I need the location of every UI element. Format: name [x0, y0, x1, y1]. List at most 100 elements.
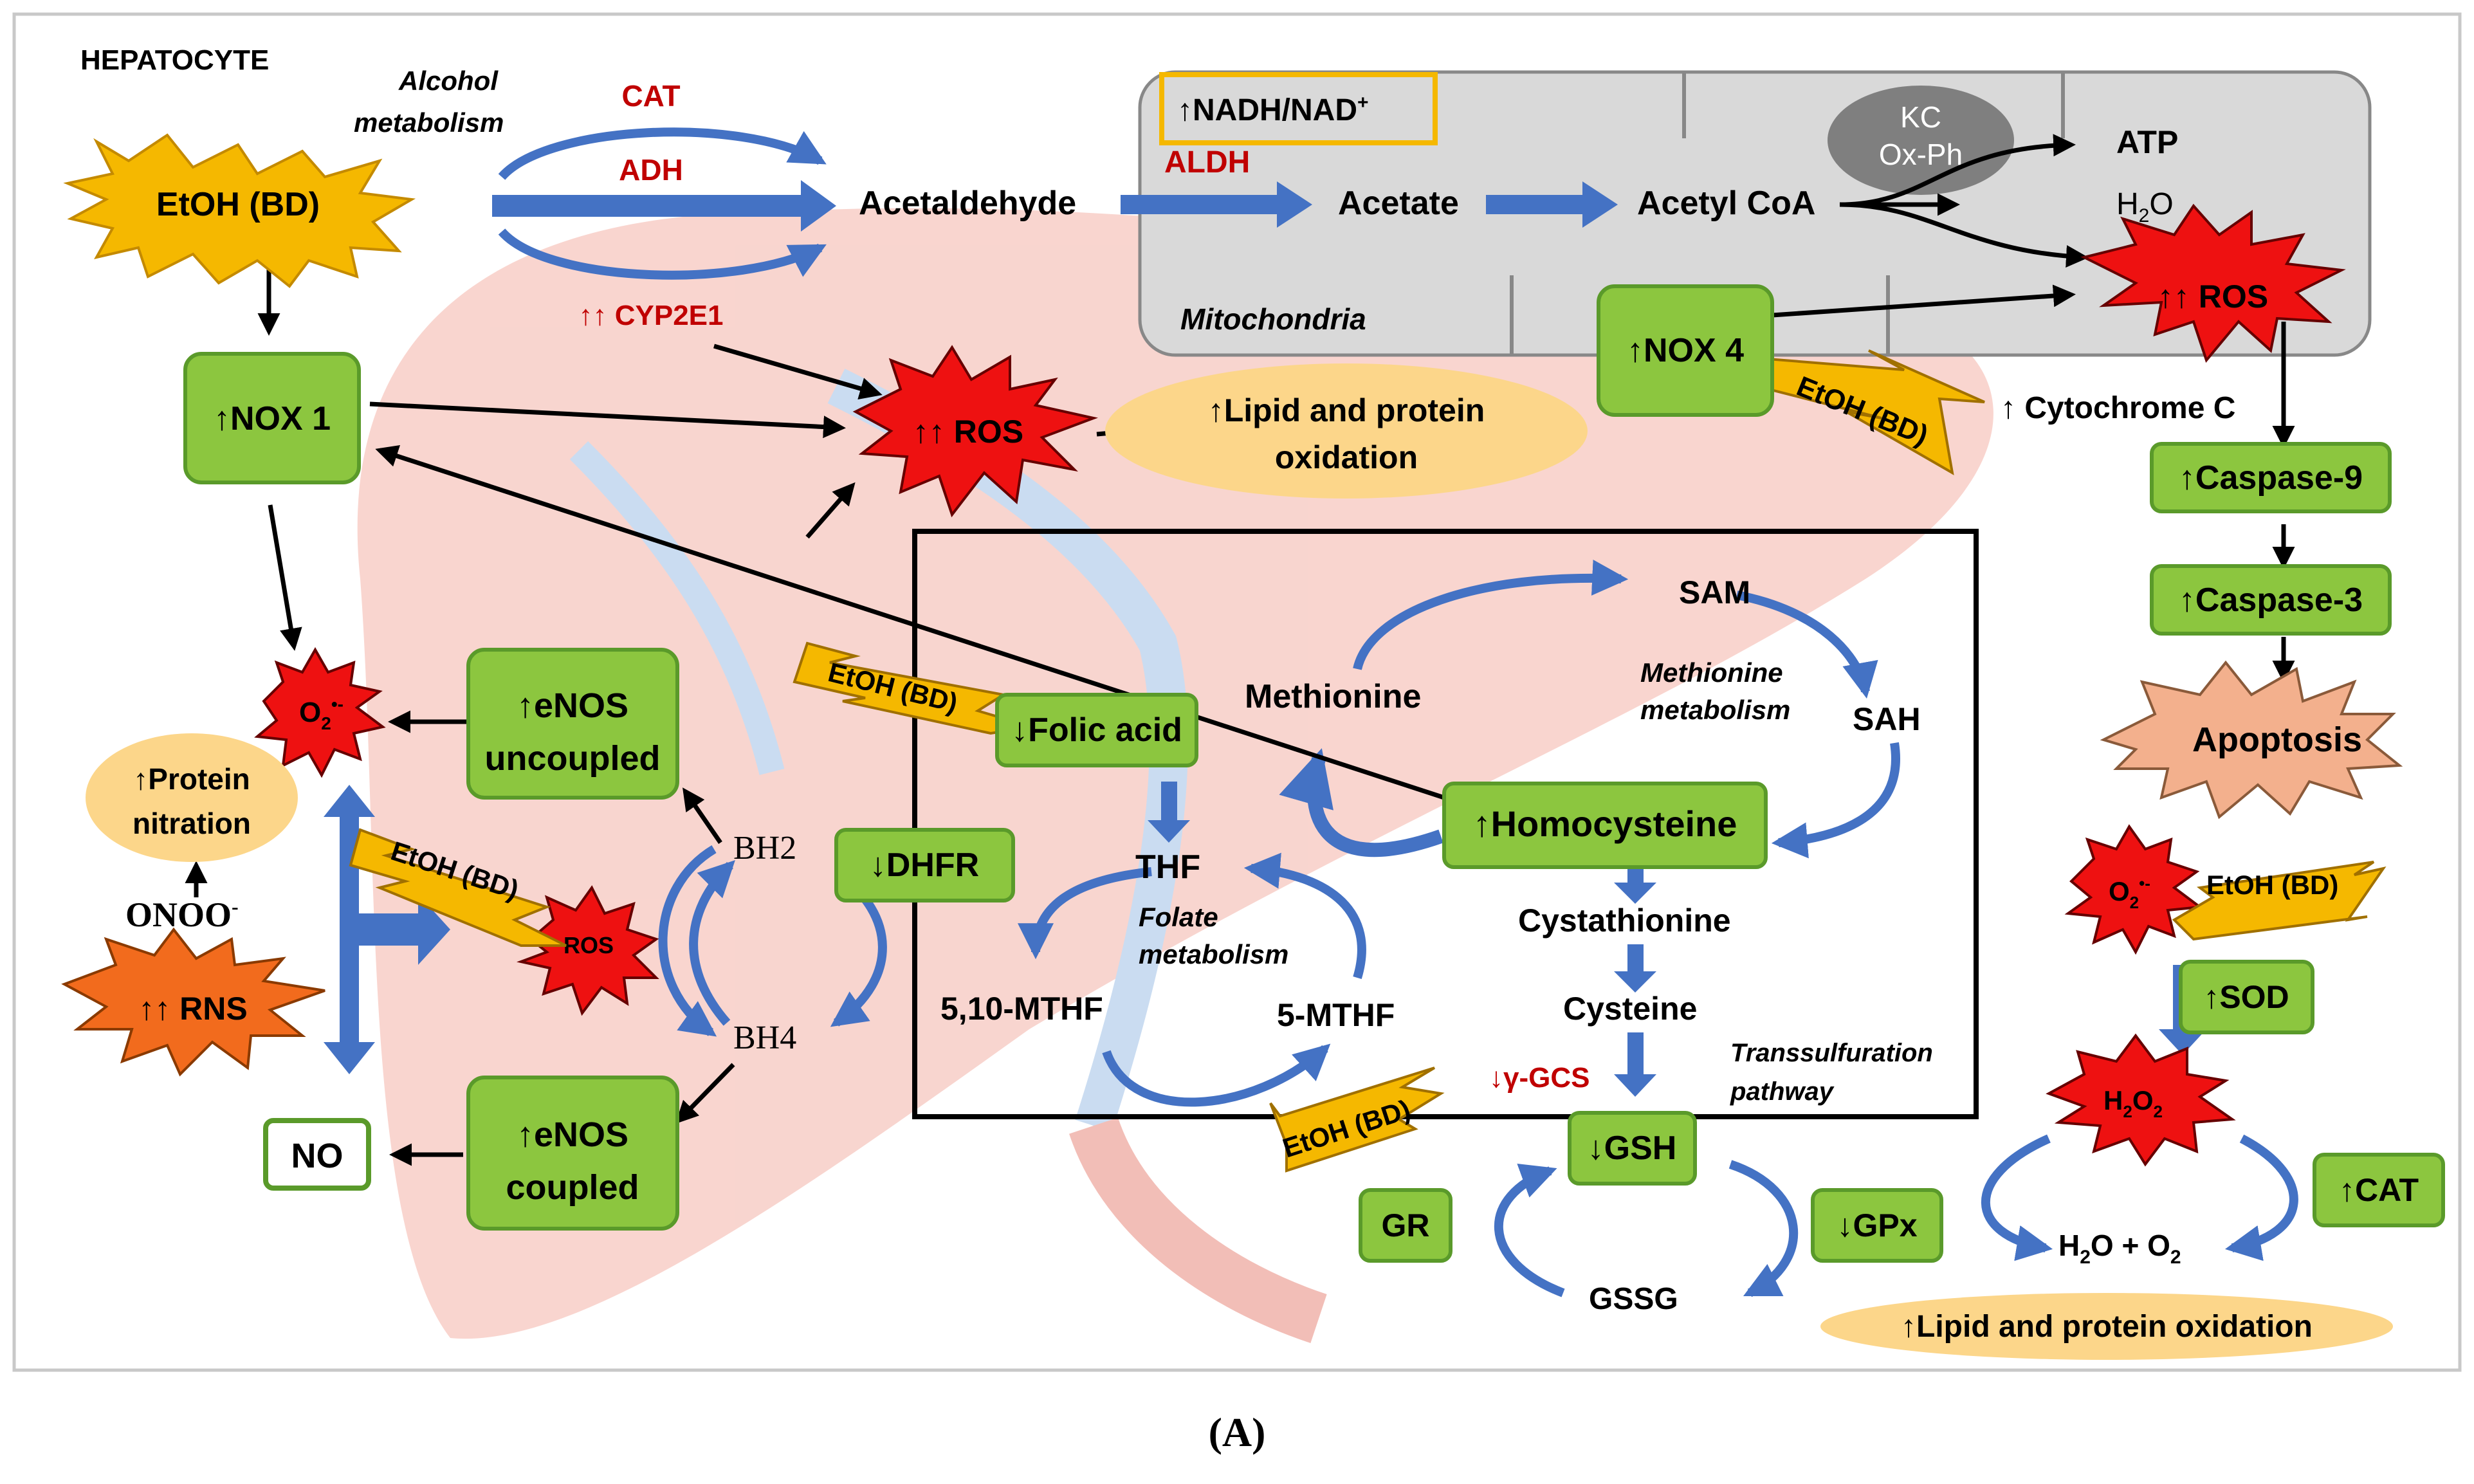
etoh-bolt-right: EtOH (BD)	[2172, 861, 2387, 941]
nox1-box: ↑NOX 1	[183, 352, 361, 484]
sam-label: SAM	[1679, 574, 1750, 610]
sod-label: ↑SOD	[2203, 979, 2289, 1015]
enos-coupled-2: coupled	[506, 1168, 639, 1207]
gssg-label: GSSG	[1589, 1282, 1678, 1316]
kc-oxph-ellipse: KC Ox-Ph	[1828, 86, 2014, 195]
homocysteine-nox1-arrow	[375, 445, 1445, 800]
enos-uncoupled-2: uncoupled	[485, 739, 661, 778]
nadh-sup: +	[1357, 92, 1369, 113]
h2o-label: H2O	[2116, 187, 2174, 226]
no-label: NO	[291, 1137, 344, 1175]
hepatocyte-label: HEPATOCYTE	[80, 44, 269, 76]
homo-cysta-arrow	[1614, 856, 1656, 904]
bh2-label: BH2	[733, 830, 796, 866]
adh-label: ADH	[619, 153, 683, 187]
lipid-oxidation-oval-top: ↑Lipid and protein oxidation	[1105, 363, 1588, 499]
superoxide-left-label: O2•-	[299, 694, 344, 733]
blue-curved-arrows	[498, 127, 2298, 1297]
apoptosis-star: Apoptosis	[2100, 660, 2403, 820]
aldh-label: ALDH	[1164, 145, 1250, 179]
h2o-o2-label: H2O + O2	[2058, 1229, 2181, 1268]
ros-small-label: ROS	[564, 932, 614, 958]
folic-acid-label: ↓Folic acid	[1011, 711, 1182, 749]
acetate-label: Acetate	[1338, 185, 1459, 222]
sah-label: SAH	[1853, 701, 1921, 737]
alcohol-label-2: metabolism	[354, 107, 504, 138]
folate-metabolism-1: Folate	[1139, 902, 1218, 932]
nitration-1: ↑Protein	[133, 762, 250, 796]
folate-down-arrow	[1148, 782, 1190, 843]
nox4-box: ↑NOX 4	[1597, 284, 1774, 417]
enos-uncoupled-1: ↑eNOS	[517, 686, 628, 725]
etoh-bolt-right-label: EtOH (BD)	[2206, 870, 2338, 900]
acetylcoa-ros-arrow	[1839, 202, 2089, 268]
cyp-ros-arrow	[713, 344, 883, 400]
protein-nitration-oval: ↑Protein nitration	[86, 733, 298, 862]
gssg-gsh-arrow	[1494, 1164, 1565, 1297]
lipid-bottom-label: ↑Lipid and protein oxidation	[1901, 1310, 2313, 1344]
nitration-2: nitration	[133, 807, 251, 840]
ros-star-center: ↑↑ ROS	[852, 345, 1099, 518]
sah-homo-arrow	[1771, 742, 1900, 859]
methionine-metabolism-1: Methionine	[1640, 657, 1783, 688]
nox4-label: ↑NOX 4	[1627, 332, 1744, 369]
met-sam-arrow	[1353, 560, 1629, 670]
gpx-label: ↓GPx	[1837, 1207, 1917, 1243]
cyp2e1-label: ↑↑ CYP2E1	[579, 300, 724, 331]
adh-arrow	[492, 180, 836, 232]
rns-label: ↑↑ RNS	[138, 991, 247, 1027]
methionine-label: Methionine	[1245, 678, 1421, 715]
lipid-top-1: ↑Lipid and protein	[1208, 392, 1485, 428]
cytochrome-c-label: ↑ Cytochrome C	[2001, 391, 2235, 425]
methionine-metabolism-2: metabolism	[1640, 695, 1790, 725]
h2o2-h2o-right	[2224, 1134, 2298, 1261]
enos-coupled-1: ↑eNOS	[517, 1115, 628, 1154]
black-arrows	[185, 134, 2295, 1166]
etoh-burst-label: EtOH (BD)	[156, 186, 320, 223]
transsulfuration-2: pathway	[1730, 1077, 1835, 1106]
bh4-label: BH4	[733, 1020, 796, 1056]
metabolism-box	[912, 529, 1979, 1119]
homo-met-arrow	[1279, 748, 1443, 857]
cystathionine-label: Cystathionine	[1518, 902, 1731, 939]
folate-metabolism-2: metabolism	[1139, 939, 1288, 969]
cysteine-label: Cysteine	[1563, 991, 1697, 1027]
cat-label: CAT	[621, 79, 680, 113]
caspase9-box: ↑Caspase-9	[2150, 442, 2392, 513]
homocysteine-label: ↑Homocysteine	[1473, 803, 1737, 844]
sam-sah-arrow	[1736, 591, 1878, 699]
rns-star: ↑↑ RNS	[61, 927, 325, 1077]
nox1-label: ↑NOX 1	[214, 400, 331, 437]
h2o2-label: H2O2	[2103, 1085, 2163, 1121]
cysta-cys-arrow	[1614, 944, 1656, 993]
sod-box: ↑SOD	[2179, 960, 2314, 1034]
cat-right-label: ↑CAT	[2339, 1172, 2419, 1208]
ros-right-label: ↑↑ ROS	[2158, 279, 2268, 315]
acetate-arrow	[1486, 181, 1618, 228]
dhfr-box: ↓DHFR	[834, 828, 1015, 902]
panel-label: (A)	[1209, 1409, 1266, 1455]
bh4-bh2-arrow	[689, 860, 735, 1026]
apoptosis-label: Apoptosis	[2192, 720, 2362, 759]
cys-gsh-arrow	[1614, 1032, 1656, 1097]
enos-coupled-box: ↑eNOS coupled	[466, 1076, 679, 1231]
h2o2-star: H2O2	[2046, 1033, 2236, 1167]
gr-box: GR	[1359, 1188, 1452, 1263]
transsulfuration-1: Transsulfuration	[1730, 1039, 1933, 1067]
caspase9-label: ↑Caspase-9	[2179, 459, 2363, 497]
nox4-ros-arrow	[1772, 284, 2076, 318]
nadh-ratio-box: ↑NADH/NAD+	[1159, 72, 1438, 145]
kc-label: KC	[1900, 100, 1941, 134]
aldh-arrow	[1121, 181, 1312, 228]
onoo-label: ONOO-	[125, 895, 239, 934]
gr-label: GR	[1382, 1207, 1430, 1243]
enos-uncoupled-box: ↑eNOS uncoupled	[466, 648, 679, 800]
svg-text:↑NADH/NAD+: ↑NADH/NAD+	[1177, 92, 1369, 127]
5mthf-thf-arrow	[1243, 852, 1366, 980]
gsh-gssg-arrow	[1728, 1160, 1799, 1297]
gsh-label: ↓GSH	[1588, 1130, 1677, 1167]
acetaldehyde-label: Acetaldehyde	[859, 185, 1076, 222]
gsh-box: ↓GSH	[1568, 1111, 1697, 1186]
